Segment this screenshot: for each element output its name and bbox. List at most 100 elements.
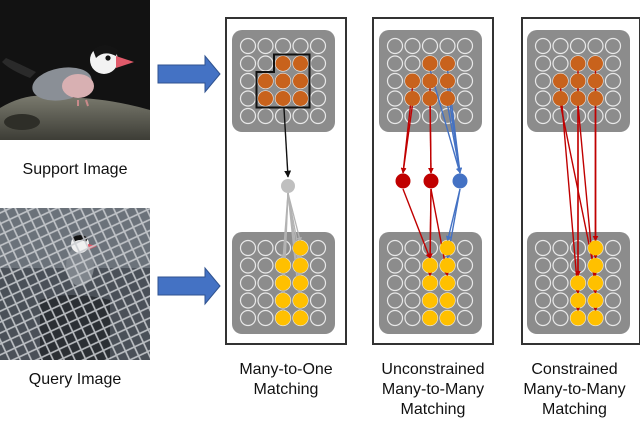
red-match-arrow [402, 188, 431, 260]
query-feature-dot [293, 293, 308, 308]
support-feature-dot [275, 91, 291, 106]
support-feature-dot [440, 91, 455, 106]
empty-cell [257, 257, 274, 274]
query-feature-dot [422, 293, 438, 308]
query-feature-dot [588, 275, 603, 291]
empty-cell [552, 257, 569, 274]
support-arrow [157, 54, 221, 94]
support-feature-dot [293, 56, 308, 71]
support-feature-dot [275, 56, 291, 71]
empty-cell [604, 55, 622, 72]
empty-cell [552, 37, 569, 55]
panel-frame-unconstrained [372, 17, 494, 345]
empty-cell [386, 72, 404, 90]
panel-frame-constrained [521, 17, 640, 345]
red-match-node [423, 173, 439, 189]
caption-unconstrained: Unconstrained Many-to-Many Matching [381, 361, 485, 418]
query-feature-dot [588, 240, 603, 256]
empty-cell [309, 37, 327, 55]
one-to-many-arrow [287, 192, 303, 313]
empty-cell [604, 90, 622, 107]
empty-cell [257, 292, 274, 309]
query-feature-dot [440, 275, 455, 291]
empty-cell [552, 55, 569, 72]
empty-cell [309, 257, 327, 274]
empty-cell [534, 90, 552, 107]
empty-cell [534, 239, 552, 257]
empty-cell [404, 309, 421, 327]
support-feature-dot [405, 91, 420, 106]
empty-cell [456, 239, 474, 257]
query-feature-dot [440, 310, 455, 326]
empty-cell [552, 107, 569, 125]
empty-cell [534, 107, 552, 125]
query-feature-dot [293, 258, 308, 273]
empty-cell [404, 55, 421, 72]
support-feature-dot [570, 56, 586, 71]
empty-cell [309, 107, 327, 125]
empty-cell [534, 309, 552, 327]
support-feature-dot [553, 91, 568, 106]
empty-cell [552, 309, 569, 327]
empty-cell [604, 274, 622, 292]
empty-cell [386, 37, 404, 55]
empty-cell [456, 55, 474, 72]
blue-match-arrow [446, 104, 462, 174]
query-feature-dot [440, 258, 455, 273]
query-feature-dot [275, 258, 291, 273]
query-feature-dot [275, 310, 291, 326]
empty-cell [604, 107, 622, 125]
support-feature-dot [588, 91, 603, 106]
empty-cell [456, 257, 474, 274]
red-match-arrow [400, 104, 414, 174]
empty-cell [421, 37, 439, 55]
empty-cell [386, 274, 404, 292]
query-feature-dot [293, 275, 308, 291]
query-feature-dot [570, 310, 586, 326]
empty-cell [309, 309, 327, 327]
support-photo [0, 0, 150, 140]
empty-cell [239, 309, 257, 327]
support-feature-dot [422, 73, 438, 89]
query-image-label: Query Image [28, 371, 122, 388]
empty-cell [386, 55, 404, 72]
empty-cell [534, 274, 552, 292]
query-feature-dot [588, 310, 603, 326]
support-feature-dot [258, 91, 273, 106]
red-match-arrow [428, 104, 434, 174]
support-feature-dot [405, 73, 420, 89]
query-feature-dot [293, 240, 308, 256]
empty-cell [386, 309, 404, 327]
empty-cell [456, 107, 474, 125]
query-arrow [157, 266, 221, 306]
empty-cell [604, 292, 622, 309]
support-image-label: Support Image [22, 161, 128, 178]
query-feature-dot [275, 293, 291, 308]
empty-cell [534, 37, 552, 55]
empty-cell [456, 90, 474, 107]
pooling-arrow [283, 108, 292, 178]
support-feature-dot [422, 56, 438, 71]
red-match-node [395, 173, 411, 189]
query-photo [0, 208, 150, 360]
empty-cell [604, 309, 622, 327]
empty-cell [309, 239, 327, 257]
empty-cell [604, 37, 622, 55]
support-feature-dot [553, 73, 568, 89]
query-feature-dot [422, 258, 438, 273]
caption-constrained: Constrained Many-to-Many Matching [523, 361, 626, 418]
support-feature-dot [293, 91, 308, 106]
empty-cell [587, 37, 604, 55]
query-feature-dot [293, 310, 308, 326]
empty-cell [604, 239, 622, 257]
empty-cell [239, 257, 257, 274]
support-feature-dot [293, 73, 308, 89]
empty-cell [404, 292, 421, 309]
blue-match-arrow [429, 69, 462, 174]
empty-cell [569, 37, 587, 55]
empty-cell [404, 37, 421, 55]
support-feature-dot [588, 56, 603, 71]
query-feature-dot [588, 293, 603, 308]
empty-cell [257, 274, 274, 292]
empty-cell [239, 274, 257, 292]
